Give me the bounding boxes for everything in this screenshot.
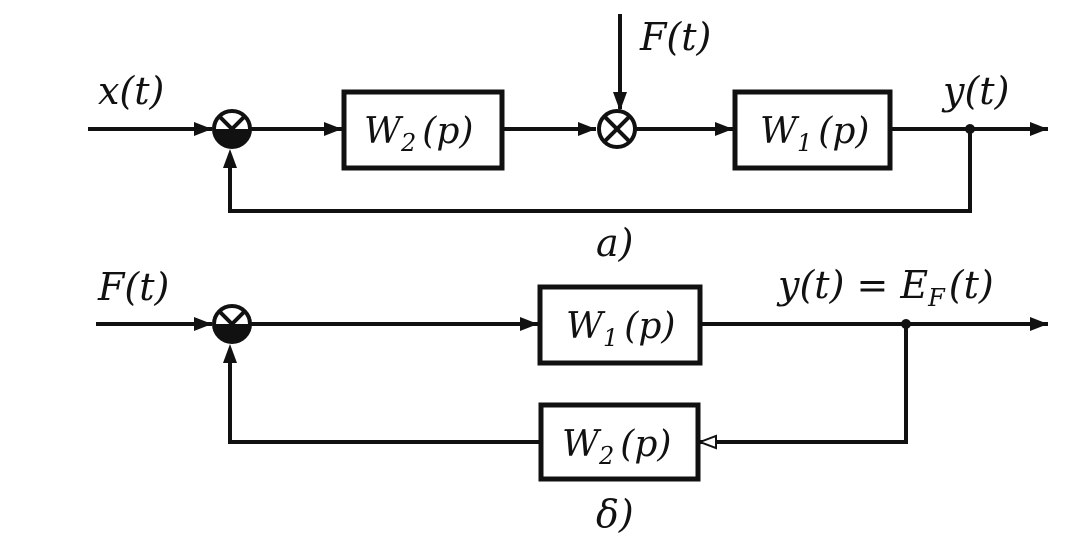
a-disturbance-arrow (613, 92, 627, 111)
b-feedback-arrow-w2 (697, 434, 717, 450)
a-input-arrow (194, 122, 212, 136)
b-sum-junction (212, 304, 252, 344)
b-output-arrow (1030, 317, 1048, 331)
b-output-tail: (t) (949, 263, 994, 307)
a-block-w1: W1(p) (732, 89, 893, 171)
b-input-arrow (194, 317, 212, 331)
b-block-w2-main: W (562, 424, 602, 465)
b-feedback-line-right (700, 324, 908, 444)
b-feedback-arrow-sum (223, 344, 237, 363)
a-block-w1-main: W (760, 111, 800, 152)
a-block-w2-sub: 2 (400, 129, 416, 157)
a-block-w1-arg: (p) (818, 111, 869, 152)
b-block-w2-sub: 2 (598, 442, 614, 470)
b-block-w2-arg: (p) (620, 424, 671, 465)
a-disturbance-label: F(t) (639, 15, 711, 59)
b-input-label: F(t) (97, 265, 169, 309)
a-input-label: x(t) (98, 69, 164, 113)
b-output-sub: F (927, 284, 946, 312)
b-block-w1: W1(p) (537, 284, 703, 366)
b-block-w2: W2(p) (538, 402, 701, 482)
a-block-w2-main: W (364, 111, 404, 152)
b-block-w1-arg: (p) (624, 306, 675, 347)
b-output-main: y(t) = E (776, 263, 928, 307)
a-output-label: y(t) (941, 69, 1009, 113)
diagram-b: F(t) W1(p) y(t) = EF(t) (96, 263, 1048, 536)
a-output-arrow (1030, 122, 1048, 136)
diagram-a: x(t) W2(p) F(t) (88, 14, 1048, 265)
a-sum-junction-2 (597, 109, 637, 149)
svg-text:W1(p): W1(p) (566, 306, 675, 352)
a-feedback-line (228, 129, 972, 213)
a-block-w1-sub: 1 (797, 129, 812, 157)
a-caption: a) (596, 221, 633, 265)
b-feedback-line-left (228, 352, 541, 444)
a-block-w2: W2(p) (341, 89, 505, 171)
b-output-label: y(t) = EF(t) (776, 263, 994, 312)
a-arrow-w2-sum2 (578, 122, 596, 136)
b-block-w1-main: W (566, 306, 606, 347)
svg-text:W1(p): W1(p) (760, 111, 869, 157)
svg-text:W2(p): W2(p) (562, 424, 671, 470)
a-block-w2-arg: (p) (422, 111, 473, 152)
a-arrow-sum2-w1 (715, 122, 733, 136)
b-caption: δ) (596, 492, 634, 536)
b-arrow-sum-w1 (520, 317, 538, 331)
a-feedback-arrow (223, 149, 237, 168)
a-arrow-sum1-w2 (324, 122, 342, 136)
b-block-w1-sub: 1 (603, 324, 618, 352)
a-sum-junction-1 (212, 109, 252, 149)
svg-text:W2(p): W2(p) (364, 111, 473, 157)
